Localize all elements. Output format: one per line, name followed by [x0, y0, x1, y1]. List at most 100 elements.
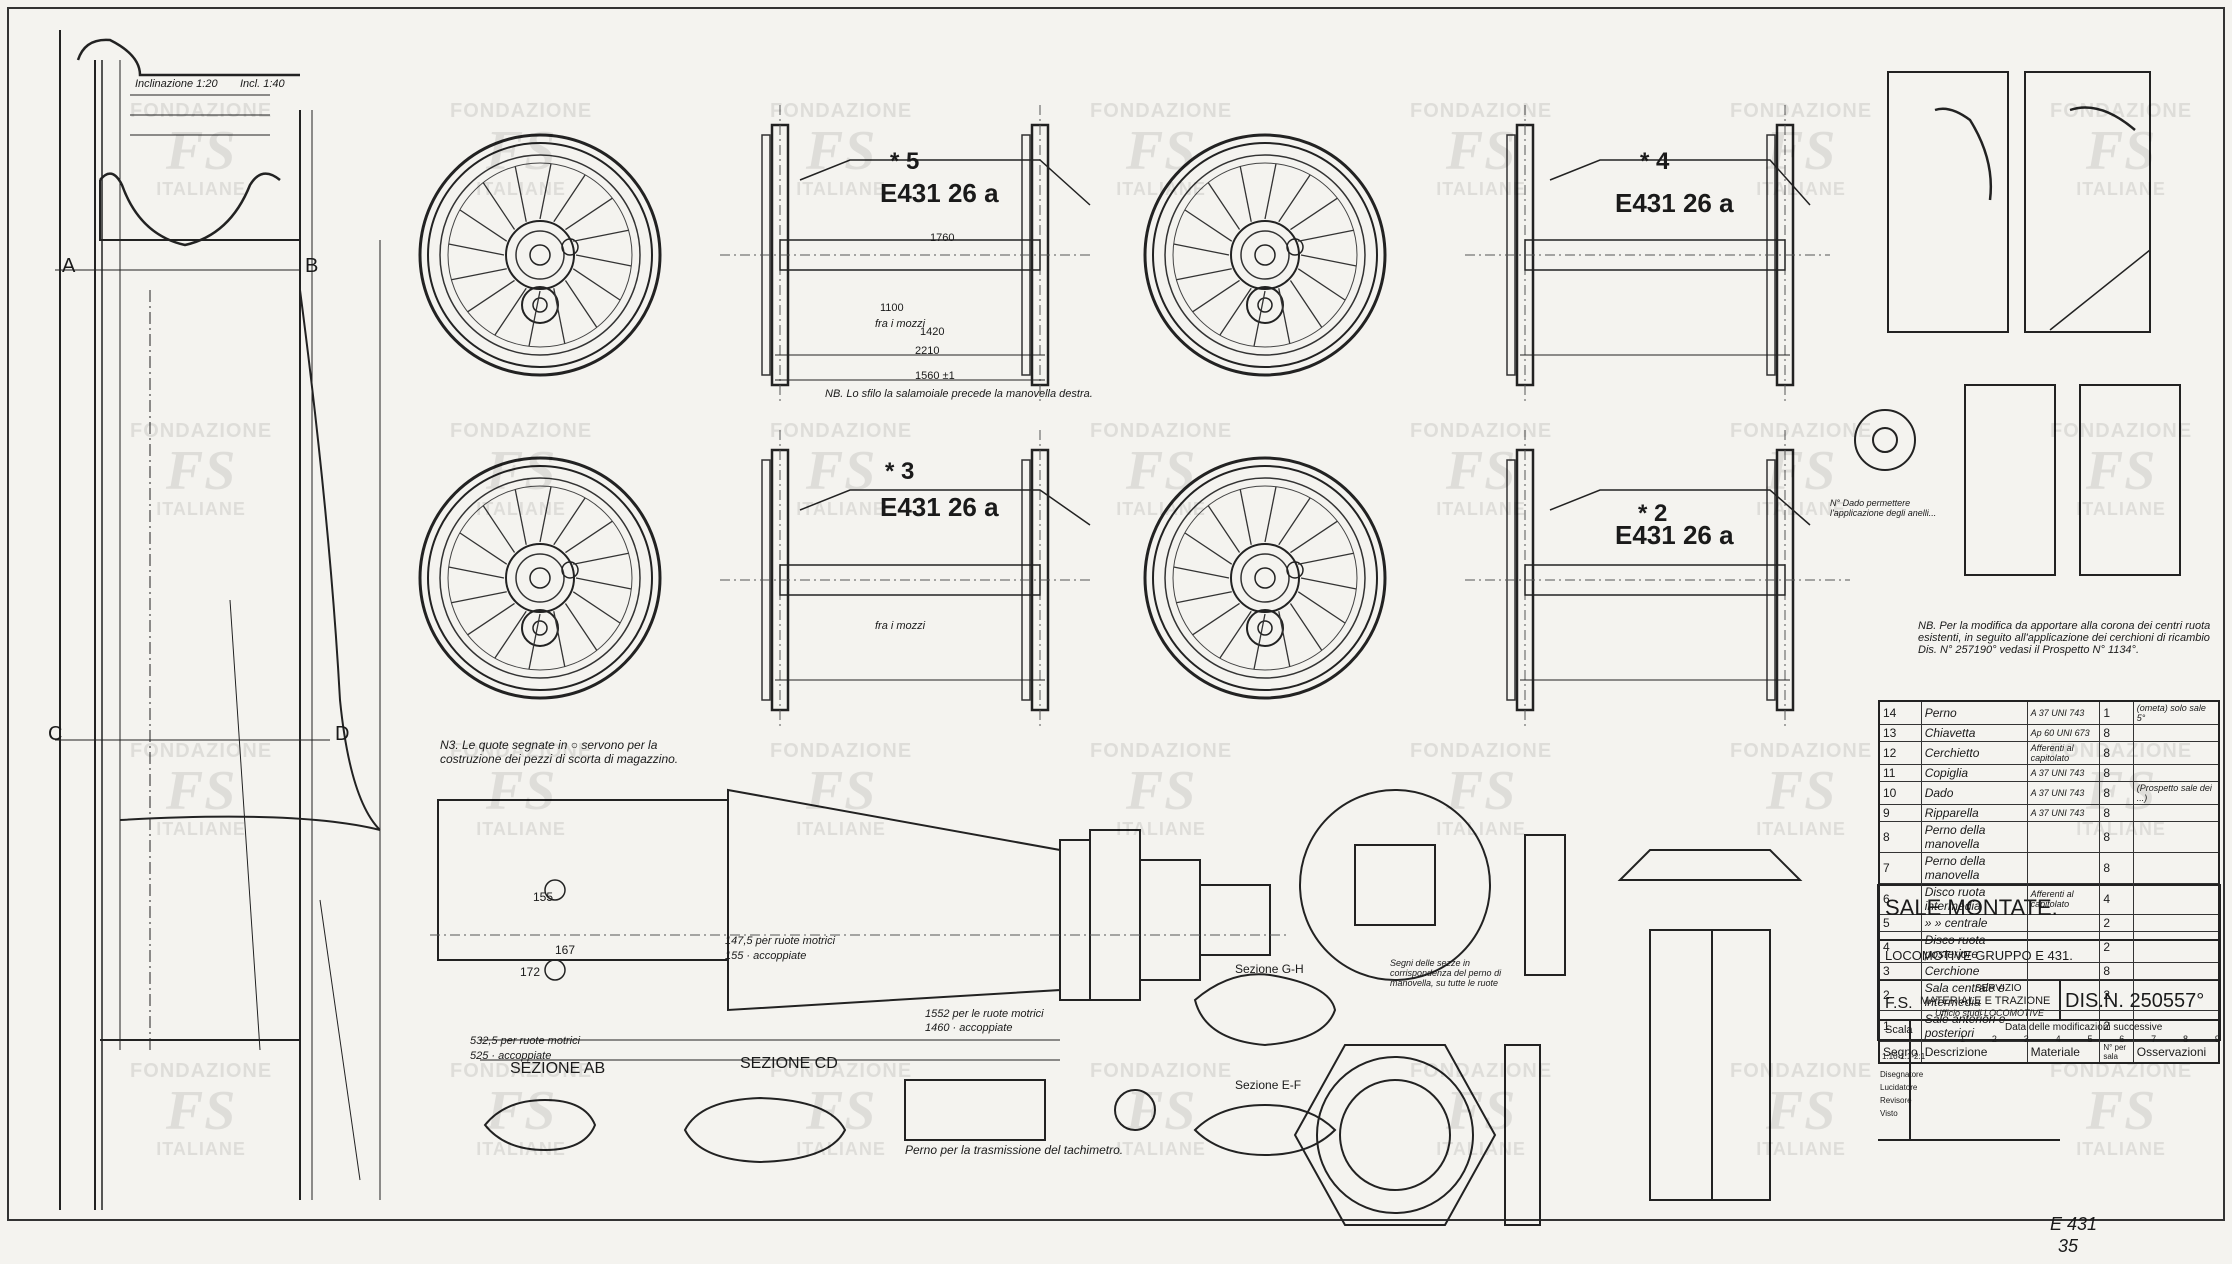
watermark-logo: FS [485, 760, 557, 822]
watermark-top: FONDAZIONE [1410, 100, 1553, 122]
part-description: Cerchione [1920, 962, 2028, 980]
dim-1420: 1420 [920, 326, 945, 338]
watermark-logo: FS [1125, 760, 1197, 822]
service-line-2: MATERIALE E TRAZIONE [1920, 995, 2051, 1007]
rail-profile [55, 30, 381, 1210]
watermark-logo: FS [1765, 760, 1837, 822]
part-notes [2132, 914, 2220, 932]
dim-1560: 1560 ±1 [915, 370, 955, 382]
part-number: 6 [1878, 883, 1922, 915]
part-material: A 37 UNI 743 [2026, 804, 2101, 822]
watermark-top: FONDAZIONE [1090, 740, 1233, 762]
label-sezione-ab: SEZIONE AB [510, 1060, 606, 1077]
label-sezione-ef: Sezione E-F [1235, 1078, 1302, 1092]
wheelset-2-code: E431 26 a [1615, 520, 1734, 550]
mod-column-number: 8 [2183, 1034, 2189, 1044]
part-number: 10 [1878, 781, 1922, 805]
part-number: 14 [1878, 700, 1922, 725]
watermark-top: FONDAZIONE [1410, 740, 1553, 762]
watermark-logo: FS [1765, 440, 1837, 502]
part-notes [2132, 852, 2220, 884]
label-motrici-2: 1552 per le ruote motrici [925, 1008, 1044, 1020]
dim-1100: 1100 [880, 302, 904, 314]
note-modifica: NB. Per la modifica da apportare alla co… [1918, 620, 2211, 656]
watermark-bottom: ITALIANE [476, 499, 566, 519]
wheelset-2-mark: * 2 [1638, 500, 1668, 527]
watermark-top: FONDAZIONE [1730, 100, 1873, 122]
part-description: Dado [1920, 781, 2028, 805]
service-line-3: Ufficio studi LOCOMOTIVE [1935, 1008, 2045, 1018]
part-quantity: 4 [2099, 883, 2134, 915]
watermark-logo: FS [165, 440, 237, 502]
part-notes [2132, 741, 2220, 765]
watermark-top: FONDAZIONE [1410, 1060, 1553, 1082]
mod-date-label: Data delle modificazioni successive [2005, 1022, 2163, 1033]
watermark-bottom: ITALIANE [2076, 1139, 2166, 1159]
part-number: 8 [1878, 821, 1922, 853]
label-accoppiate-2: 1460 · accoppiate [925, 1022, 1013, 1034]
watermark-bottom: ITALIANE [796, 819, 886, 839]
note-nb-side: NB. Lo sfilo la salamoiale precede la ma… [825, 388, 1093, 400]
header-osservazioni: Osservazioni [2132, 1041, 2220, 1064]
part-description: Copiglia [1920, 764, 2028, 782]
watermark-logo: FS [1445, 760, 1517, 822]
watermark-logo: FS [485, 440, 557, 502]
watermark-logo: FS [805, 760, 877, 822]
part-description: » » centrale [1920, 914, 2028, 932]
watermark-logo: FS [165, 120, 237, 182]
part-notes [2132, 962, 2220, 980]
part-description: Chiavetta [1920, 724, 2028, 742]
watermark-bottom: ITALIANE [1116, 819, 1206, 839]
wheel-spokes [448, 163, 1357, 670]
part-material [2026, 852, 2101, 884]
watermark-top: FONDAZIONE [130, 1060, 273, 1082]
sign-row-label: Revisore [1880, 1096, 1912, 1105]
watermark-logo: FS [1445, 1080, 1517, 1142]
part-material [2026, 821, 2101, 853]
watermark-top: FONDAZIONE [1410, 420, 1553, 442]
part-notes: (ometa) solo sale 5° [2132, 700, 2220, 725]
dim-2210: 2210 [915, 345, 940, 357]
watermark-top: FONDAZIONE [2050, 100, 2193, 122]
dis-number: DIS.N. 250557° [2065, 990, 2205, 1012]
part-material [2026, 931, 2101, 963]
part-number: 4 [1878, 931, 1922, 963]
part-quantity: 8 [2099, 962, 2134, 980]
sign-row-label: Disegnatore [1880, 1070, 1924, 1079]
side-letter-c: C [48, 723, 63, 745]
watermark-logo: FS [1125, 1080, 1197, 1142]
watermark-logo: FS [2085, 120, 2157, 182]
watermark-bottom: ITALIANE [156, 499, 246, 519]
watermark-logo: FS [165, 760, 237, 822]
watermark-logo: FS [1765, 1080, 1837, 1142]
watermark-top: FONDAZIONE [770, 1060, 913, 1082]
watermark-top: FONDAZIONE [2050, 1060, 2193, 1082]
side-letter-a: A [62, 255, 76, 277]
watermark-logo: FS [165, 1080, 237, 1142]
note-nb-main: N3. Le quote segnate in ○ servono per la… [440, 738, 679, 766]
mod-column-number: 9 [2214, 1034, 2220, 1044]
part-material: A 37 UNI 743 [2026, 781, 2101, 805]
part-quantity: 8 [2099, 804, 2134, 822]
part-quantity: 2 [2099, 1010, 2134, 1042]
part-material [2026, 1010, 2101, 1042]
label-motrici-3: 532,5 per ruote motrici [470, 1035, 581, 1047]
label-inclinazione: Inclinazione 1:20 [135, 78, 218, 90]
watermark-logo: FS [1445, 440, 1517, 502]
part-material: Afferenti al capitolato [2026, 883, 2101, 915]
